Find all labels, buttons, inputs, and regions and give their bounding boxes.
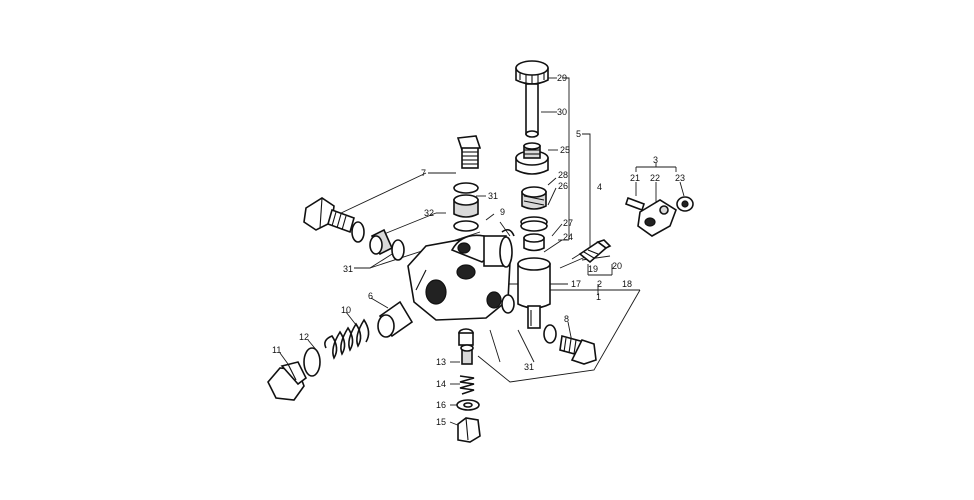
callout-15: 15 (436, 417, 446, 427)
plug-8 (559, 334, 597, 365)
callout-11: 11 (272, 345, 281, 355)
callout-18: 18 (622, 279, 632, 289)
spring-14 (459, 375, 475, 395)
screw-13 (458, 328, 474, 365)
callout-25: 25 (560, 145, 570, 155)
callout-17: 17 (571, 279, 581, 289)
ring-12 (303, 347, 321, 377)
callout-27: 27 (563, 218, 573, 228)
washer-left-1 (351, 221, 365, 243)
spring-10 (324, 318, 370, 360)
callout-labels: 29 30 5 4 25 28 26 27 24 17 18 2 1 19 20… (272, 73, 685, 427)
callout-19: 19 (588, 264, 598, 274)
washer-left-2 (391, 239, 405, 261)
callout-3: 3 (653, 155, 658, 165)
washer-28 (521, 186, 547, 210)
sleeve-6 (377, 300, 414, 338)
callout-29: 29 (557, 73, 567, 83)
hex-bolt-left (303, 197, 355, 234)
callout-31-lower: 31 (524, 362, 534, 372)
callout-4: 4 (597, 182, 602, 192)
sleeve-32 (369, 228, 394, 256)
callout-20: 20 (612, 261, 622, 271)
washer-16 (456, 399, 480, 411)
stem-30 (525, 83, 539, 138)
seat-27 (523, 233, 545, 252)
callout-2: 2 (597, 279, 602, 289)
ring-31-lower (453, 220, 479, 232)
callout-26: 26 (558, 181, 568, 191)
cap-23 (676, 196, 694, 212)
callout-8: 8 (564, 314, 569, 324)
callout-31-left: 31 (343, 264, 353, 274)
callout-21: 21 (630, 173, 640, 183)
callout-9: 9 (500, 207, 505, 217)
sleeve-31 (453, 194, 479, 218)
callout-24: 24 (563, 232, 573, 242)
callout-22: 22 (650, 173, 660, 183)
callout-16: 16 (436, 400, 446, 410)
callout-13: 13 (436, 357, 446, 367)
callout-30: 30 (557, 107, 567, 117)
ring-31-upper (453, 182, 479, 194)
ring-26 (520, 216, 548, 232)
callout-12: 12 (299, 332, 309, 342)
clip-9 (501, 228, 515, 237)
pin-21 (624, 196, 646, 212)
callout-32: 32 (424, 208, 434, 218)
cap-25 (515, 142, 549, 175)
callout-10: 10 (341, 305, 351, 315)
ring-31-right-a (501, 294, 515, 314)
knob-29 (515, 60, 549, 85)
callout-31-upper: 31 (488, 191, 498, 201)
callout-6: 6 (368, 291, 373, 301)
callout-5: 5 (576, 129, 581, 139)
callout-1: 1 (596, 292, 601, 302)
main-body (407, 234, 513, 321)
cylinder-24 (517, 257, 551, 329)
callout-23: 23 (675, 173, 685, 183)
callout-14: 14 (436, 379, 446, 389)
bolt-7 (456, 135, 482, 169)
block-22 (637, 199, 677, 237)
callout-7: 7 (421, 168, 426, 178)
ring-31-right-b (543, 324, 557, 344)
nut-15 (457, 417, 481, 443)
callout-28: 28 (558, 170, 568, 180)
valve-19-20 (571, 239, 612, 264)
plug-11 (267, 361, 308, 401)
